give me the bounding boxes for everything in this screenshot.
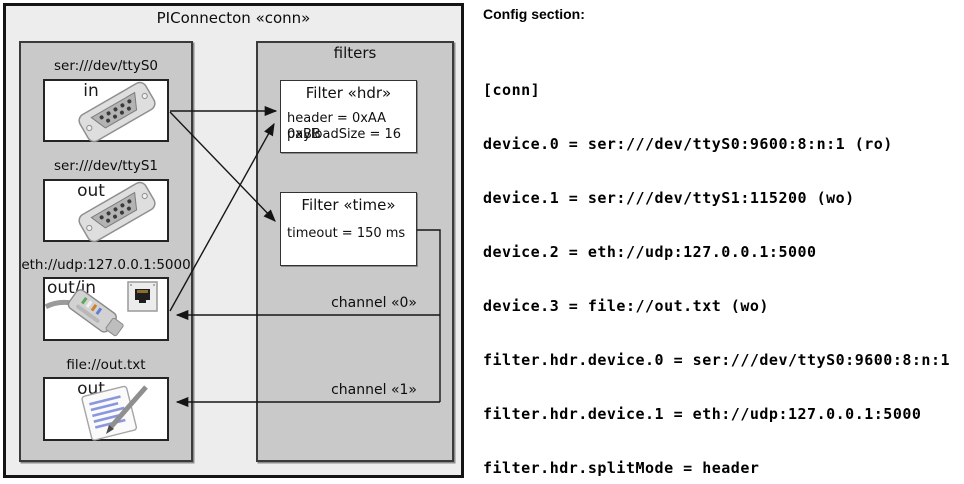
filter-box-time (280, 192, 417, 266)
device-mode-label: in (83, 81, 99, 101)
device-url-label: eth://udp:127.0.0.1:5000 (21, 257, 191, 273)
filter-time-property: timeout = 150 ms (287, 226, 406, 241)
filter-hdr-property: header = 0xAA 0xBB (287, 111, 387, 142)
ethernet-cable-icon (44, 289, 124, 337)
notepad-icon (81, 385, 148, 441)
device-url-label: file://out.txt (66, 357, 146, 373)
pencil-icon (108, 385, 148, 430)
filter-hdr-title: Filter «hdr» (305, 84, 392, 102)
filter-hdr-property: payloadSize = 16 (287, 127, 402, 142)
config-heading: Config section: (483, 6, 585, 22)
config-line: filter.hdr.device.0 = ser:///dev/ttyS0:9… (483, 351, 951, 369)
diagram-title: PIConnecton «conn» (156, 9, 311, 27)
channel-1-label: channel «1» (331, 382, 417, 398)
filter-time-title: Filter «time» (301, 196, 396, 214)
channel-0-label: channel «0» (331, 295, 417, 311)
config-line: [conn] (483, 81, 541, 99)
config-line: filter.hdr.device.1 = eth://udp:127.0.0.… (483, 405, 922, 423)
serial-connector-icon (78, 181, 156, 243)
config-line: filter.hdr.splitMode = header (483, 459, 760, 477)
config-line: device.2 = eth://udp:127.0.0.1:5000 (483, 243, 817, 261)
config-line: device.1 = ser:///dev/ttyS1:115200 (wo) (483, 189, 855, 207)
device-url-label: ser:///dev/ttyS1 (54, 158, 158, 174)
device-url-label: ser:///dev/ttyS0 (54, 58, 158, 74)
config-lines: [conn] device.0 = ser:///dev/ttyS0:9600:… (483, 45, 964, 484)
filter-box-hdr (280, 80, 417, 153)
serial-connector-icon (78, 81, 156, 143)
device-mode-label: out (77, 181, 105, 201)
ethernet-port-icon (127, 281, 158, 312)
config-line: device.0 = ser:///dev/ttyS0:9600:8:n:1 (… (483, 135, 893, 153)
config-line: device.3 = file://out.txt (wo) (483, 297, 769, 315)
filters-title: filters (333, 44, 377, 62)
